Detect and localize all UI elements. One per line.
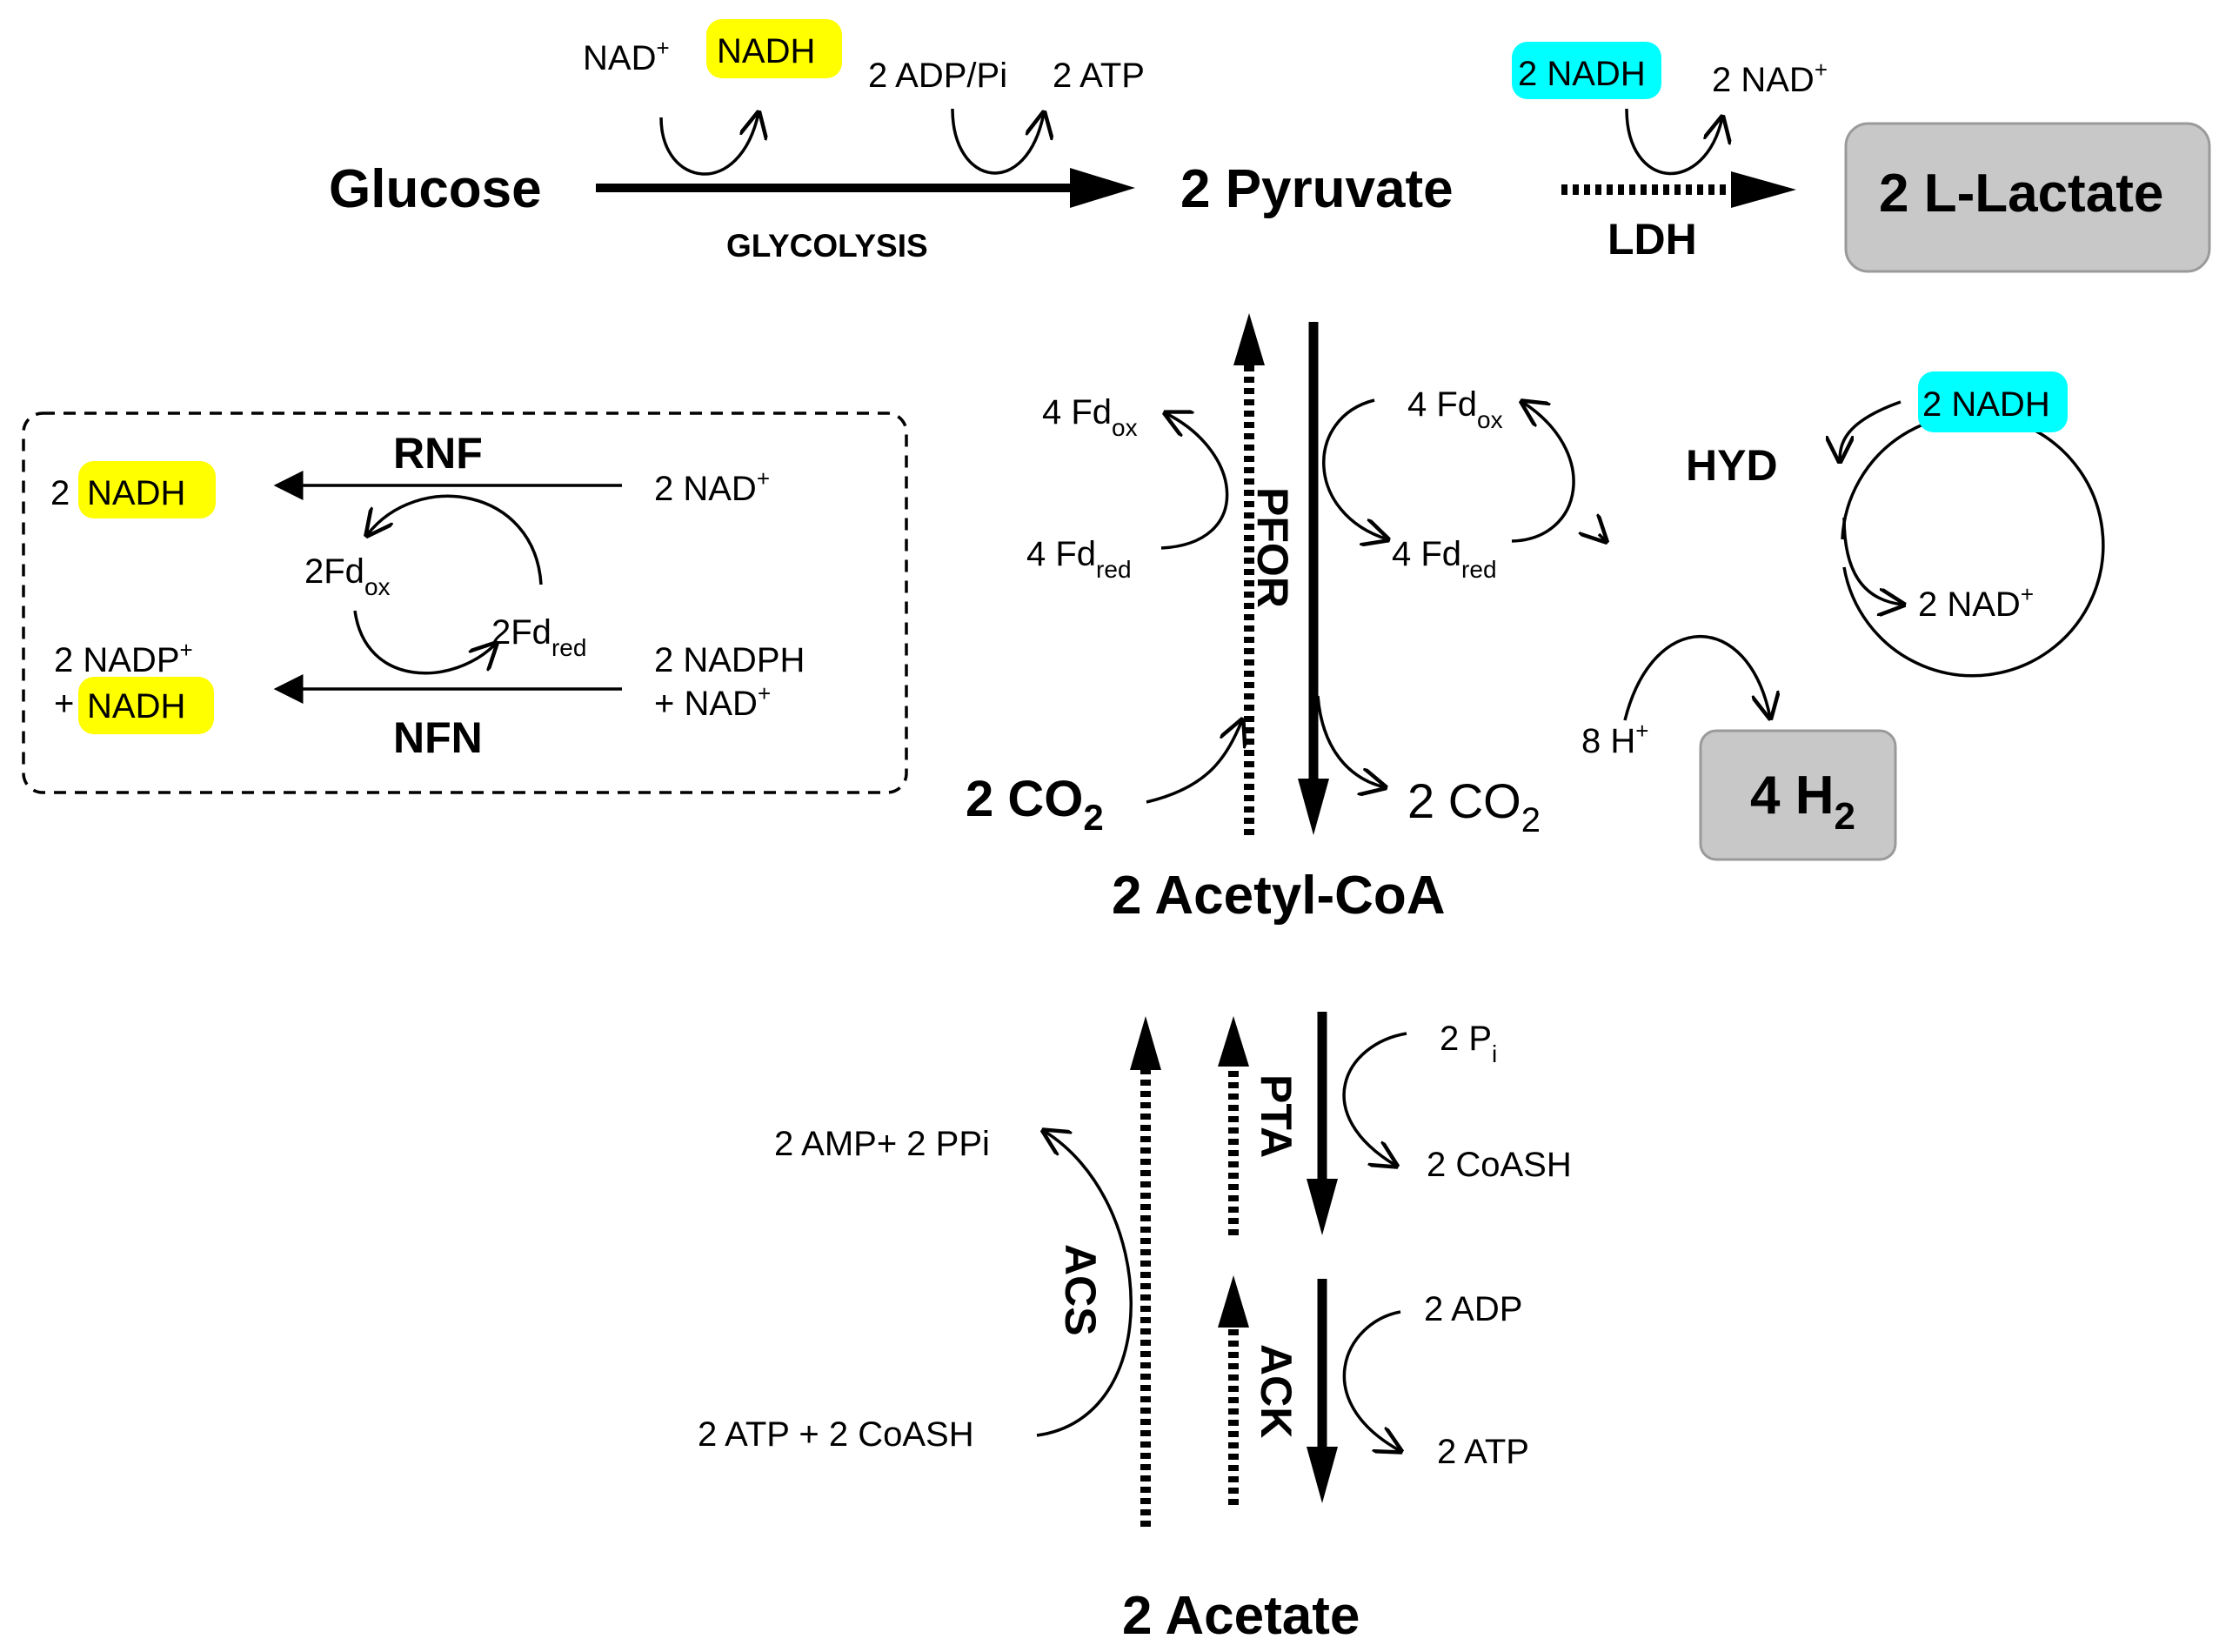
nfn-nadp-label: 2 NADP+ <box>54 637 193 679</box>
glycolysis-label: GLYCOLYSIS <box>726 228 928 264</box>
hyd-label: HYD <box>1686 441 1778 490</box>
acs-curl <box>1036 1131 1133 1437</box>
pfor-reverse-arrow-head <box>1233 313 1265 365</box>
hyd-nadh-label: 2 NADH <box>1922 385 2050 424</box>
rnf-nad-label: 2 NAD+ <box>654 465 770 508</box>
rnf-nfn-box <box>22 411 908 794</box>
ldh-nad-label: 2 NAD+ <box>1712 57 1828 99</box>
hyd-circle-arrow-in <box>1599 534 1606 541</box>
pta-label: PTA <box>1252 1074 1300 1158</box>
glycolysis-atp-label: 2 ATP <box>1053 57 1145 95</box>
lactate-label: 2 L-Lactate <box>1879 164 2163 224</box>
glucose-label: Glucose <box>329 159 542 219</box>
ack-reverse-arrow-head <box>1218 1275 1249 1328</box>
nfn-nadh-highlight <box>78 677 214 734</box>
ack-forward-arrow-head <box>1307 1447 1338 1503</box>
hyd-fd-curl <box>1511 402 1575 543</box>
pta-pi-label: 2 Pi <box>1440 1020 1497 1067</box>
acs-arrow-head <box>1130 1016 1161 1070</box>
fd-red-label: 2Fdred <box>491 613 586 661</box>
hyd-nad-out-curl <box>1842 517 1903 605</box>
acs-label: ACS <box>1056 1244 1105 1336</box>
nfn-nadph-label: 2 NADPH <box>654 641 805 679</box>
glycolysis-nad-curl-arrow <box>659 113 759 176</box>
ldh-arrow-head <box>1731 171 1796 208</box>
pfor-left-fd-ox: 4 Fdox <box>1042 393 1138 441</box>
ldh-label: LDH <box>1607 215 1697 264</box>
ldh-nadh-highlight <box>1512 42 1661 99</box>
ldh-curl-arrow <box>1625 108 1722 176</box>
hyd-nad-label: 2 NAD+ <box>1918 581 2034 624</box>
pfor-right-fd-curl <box>1322 398 1387 539</box>
hyd-nadh-in-curl <box>1840 400 1902 461</box>
glycolysis-adp-label: 2 ADP/Pi <box>868 57 1007 95</box>
hyd-h2-curl <box>1623 634 1770 720</box>
pfor-left-fd-red: 4 Fdred <box>1026 535 1132 583</box>
fd-ox-label: 2Fdox <box>304 552 391 600</box>
acs-atp-label: 2 ATP + 2 CoASH <box>698 1415 974 1454</box>
hyd-h-label: 8 H+ <box>1581 718 1648 760</box>
glycolysis-atp-curl-arrow <box>951 109 1044 175</box>
co2-right-label: 2 CO2 <box>1407 773 1541 839</box>
ack-curl <box>1342 1310 1400 1451</box>
pta-reverse-arrow-head <box>1218 1016 1249 1067</box>
ack-label: ACK <box>1252 1344 1300 1438</box>
rnf-fd-cycle-arrow-top <box>367 494 543 585</box>
glycolysis-nad-label: NAD+ <box>583 35 670 77</box>
nfn-plus-label: + <box>54 685 74 723</box>
pfor-left-fd-curl <box>1161 413 1229 550</box>
pfor-label: PFOR <box>1248 487 1297 608</box>
co2-left-label: 2 CO2 <box>966 771 1104 838</box>
glycolysis-nadh-highlight <box>706 19 842 78</box>
ack-atp-label: 2 ATP <box>1437 1433 1529 1471</box>
ack-adp-label: 2 ADP <box>1424 1290 1522 1328</box>
lactate-box <box>1844 122 2211 273</box>
hyd-cycle-circle <box>1841 412 2105 678</box>
co2-out-curl <box>1316 695 1385 787</box>
acs-amp-label: 2 AMP+ 2 PPi <box>774 1125 990 1163</box>
nfn-nadh-label: NADH <box>87 687 185 726</box>
acetate-label: 2 Acetate <box>1122 1586 1360 1646</box>
glycolysis-arrow-head <box>1070 168 1135 208</box>
pfor-forward-arrow-head <box>1298 779 1329 835</box>
pta-curl <box>1342 1032 1407 1166</box>
rnf-label: RNF <box>393 429 483 478</box>
rnf-nadh-highlight <box>78 461 216 518</box>
rnf-fd-cycle-arrow-bottom <box>353 610 496 675</box>
pfor-right-fd-ox: 4 Fdox <box>1407 385 1503 433</box>
rnf-nadh-coef: 2 <box>50 474 70 512</box>
nfn-label: NFN <box>393 713 483 762</box>
h2-label: 4 H2 <box>1750 766 1855 838</box>
rnf-nadh-label: NADH <box>87 474 185 512</box>
ldh-nadh-label: 2 NADH <box>1518 55 1646 93</box>
h2-box <box>1699 729 1897 861</box>
pyruvate-label: 2 Pyruvate <box>1180 159 1454 219</box>
nfn-plus-nad-label: + NAD+ <box>654 680 771 723</box>
pfor-right-fd-red: 4 Fdred <box>1392 535 1497 583</box>
co2-in-curl <box>1146 720 1242 804</box>
pta-forward-arrow-head <box>1307 1179 1338 1235</box>
glycolysis-nadh-label: NADH <box>717 32 815 70</box>
acetyl-coa-label: 2 Acetyl-CoA <box>1112 866 1446 926</box>
pta-coash-label: 2 CoASH <box>1427 1146 1572 1184</box>
hyd-nadh-highlight <box>1918 371 2068 432</box>
